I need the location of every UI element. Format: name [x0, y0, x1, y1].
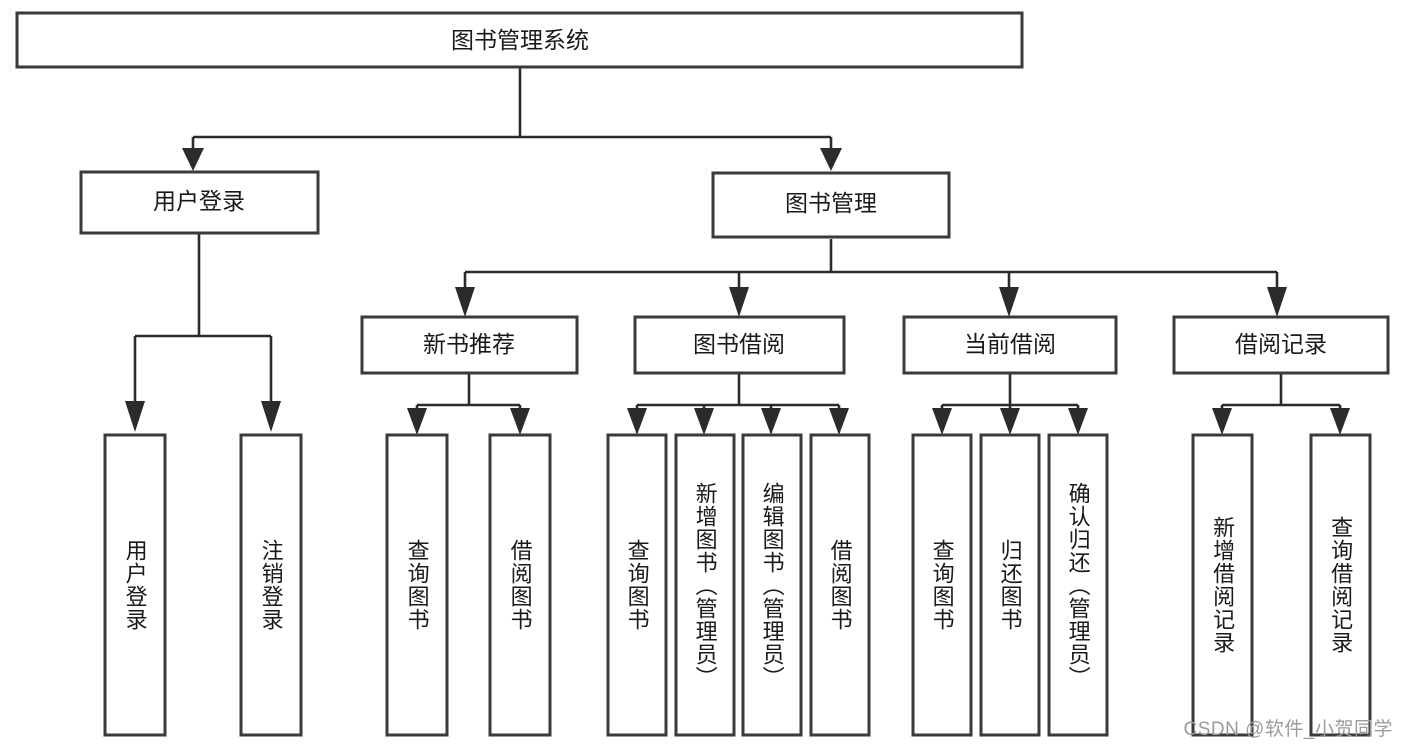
node-book-borrow-box[interactable] — [633, 315, 846, 375]
leaf-cb-query-book-label: 查询图书 — [929, 539, 955, 631]
leaf-cb-query-book-box[interactable] — [911, 433, 973, 737]
node-borrow-record[interactable]: 借阅记录 — [1172, 315, 1390, 375]
leaf-nbr-borrow-book-box[interactable] — [488, 433, 552, 737]
leaf-cb-query-book[interactable]: 查询图书 — [911, 433, 973, 737]
node-current-borrow[interactable]: 当前借阅 — [902, 315, 1118, 375]
leaf-bb-query-book-box[interactable] — [606, 433, 668, 737]
leaf-nbr-query-book-box[interactable] — [385, 433, 449, 737]
leaf-bb-edit-book-admin-box[interactable] — [741, 433, 803, 737]
leaf-user-login-login-label: 用户登录 — [122, 539, 148, 631]
leaf-br-query-record-label: 查询借阅记录 — [1328, 516, 1354, 654]
arrow-new-book-recommend — [455, 287, 475, 317]
arrow-bb-leaf-4 — [829, 408, 849, 435]
leaf-user-login-login[interactable]: 用户登录 — [103, 433, 167, 737]
arrow-br-leaf-1 — [1212, 408, 1232, 435]
leaf-user-login-logout-label: 注销登录 — [258, 539, 284, 631]
leaf-br-query-record[interactable]: 查询借阅记录 — [1309, 433, 1372, 737]
node-user-login-box[interactable] — [79, 170, 320, 235]
node-current-borrow-box[interactable] — [902, 315, 1118, 375]
leaf-bb-add-book-admin-box[interactable] — [674, 433, 736, 737]
arrow-book-borrow — [729, 287, 749, 317]
leaf-br-query-record-box[interactable] — [1309, 433, 1372, 737]
arrow-nbr-leaf-1 — [407, 408, 427, 435]
leaf-nbr-query-book-label: 查询图书 — [404, 539, 430, 631]
node-new-book-recommend-label: 新书推荐 — [423, 331, 515, 357]
leaf-cb-return-book-label: 归还图书 — [997, 539, 1023, 631]
leaf-bb-query-book-label: 查询图书 — [624, 539, 650, 631]
arrow-leaf-logout — [261, 401, 281, 432]
leaf-user-login-logout-box[interactable] — [239, 433, 303, 737]
node-root-system-box[interactable] — [15, 11, 1024, 69]
arrow-cb-leaf-2 — [1000, 408, 1020, 435]
leaf-nbr-query-book[interactable]: 查询图书 — [385, 433, 449, 737]
arrow-bb-leaf-3 — [761, 408, 781, 435]
node-root-system[interactable]: 图书管理系统 — [15, 11, 1024, 69]
leaf-cb-return-book[interactable]: 归还图书 — [979, 433, 1041, 737]
leaf-nbr-borrow-book[interactable]: 借阅图书 — [488, 433, 552, 737]
leaf-cb-confirm-return-admin[interactable]: 确认归还（管理员） — [1047, 433, 1109, 737]
arrow-bb-leaf-1 — [627, 408, 647, 435]
leaf-bb-add-book-admin-label: 新增图书（管理员） — [692, 481, 718, 689]
leaf-user-login-logout[interactable]: 注销登录 — [239, 433, 303, 737]
node-borrow-record-label: 借阅记录 — [1235, 331, 1327, 357]
connector-layer — [125, 68, 1350, 435]
arrow-current-borrow — [999, 287, 1019, 317]
leaf-br-add-record-box[interactable] — [1191, 433, 1254, 737]
leaf-bb-borrow-book-label: 借阅图书 — [827, 539, 853, 631]
node-book-borrow[interactable]: 图书借阅 — [633, 315, 846, 375]
leaf-bb-edit-book-admin[interactable]: 编辑图书（管理员） — [741, 433, 803, 737]
leaf-br-add-record[interactable]: 新增借阅记录 — [1191, 433, 1254, 737]
node-book-borrow-label: 图书借阅 — [693, 331, 785, 357]
leaf-user-login-login-box[interactable] — [103, 433, 167, 737]
leaf-cb-confirm-return-admin-box[interactable] — [1047, 433, 1109, 737]
arrow-borrow-record — [1267, 287, 1287, 317]
node-current-borrow-label: 当前借阅 — [964, 331, 1056, 357]
node-user-login-label: 用户登录 — [153, 188, 245, 214]
arrow-leaf-user-login — [125, 401, 145, 432]
leaf-br-add-record-label: 新增借阅记录 — [1210, 516, 1236, 654]
arrow-to-user-login — [182, 148, 204, 171]
node-new-book-recommend-box[interactable] — [360, 315, 579, 375]
leaf-cb-return-book-box[interactable] — [979, 433, 1041, 737]
leaf-bb-borrow-book[interactable]: 借阅图书 — [809, 433, 871, 737]
node-borrow-record-box[interactable] — [1172, 315, 1390, 375]
leaf-bb-add-book-admin[interactable]: 新增图书（管理员） — [674, 433, 736, 737]
node-book-manage[interactable]: 图书管理 — [711, 171, 951, 239]
node-root-system-label: 图书管理系统 — [451, 27, 589, 53]
leaf-cb-confirm-return-admin-label: 确认归还（管理员） — [1065, 481, 1091, 689]
arrow-cb-leaf-1 — [932, 408, 952, 435]
leaf-bb-edit-book-admin-label: 编辑图书（管理员） — [759, 481, 785, 689]
node-user-login[interactable]: 用户登录 — [79, 170, 320, 235]
node-book-manage-label: 图书管理 — [785, 190, 877, 216]
arrow-nbr-leaf-2 — [510, 408, 530, 435]
node-book-manage-box[interactable] — [711, 171, 951, 239]
node-new-book-recommend[interactable]: 新书推荐 — [360, 315, 579, 375]
arrow-bb-leaf-2 — [694, 408, 714, 435]
leaf-bb-query-book[interactable]: 查询图书 — [606, 433, 668, 737]
leaf-nbr-borrow-book-label: 借阅图书 — [507, 539, 533, 631]
arrow-to-book-manage — [820, 148, 842, 171]
arrow-cb-leaf-3 — [1068, 408, 1088, 435]
leaf-bb-borrow-book-box[interactable] — [809, 433, 871, 737]
arrow-br-leaf-2 — [1330, 408, 1350, 435]
